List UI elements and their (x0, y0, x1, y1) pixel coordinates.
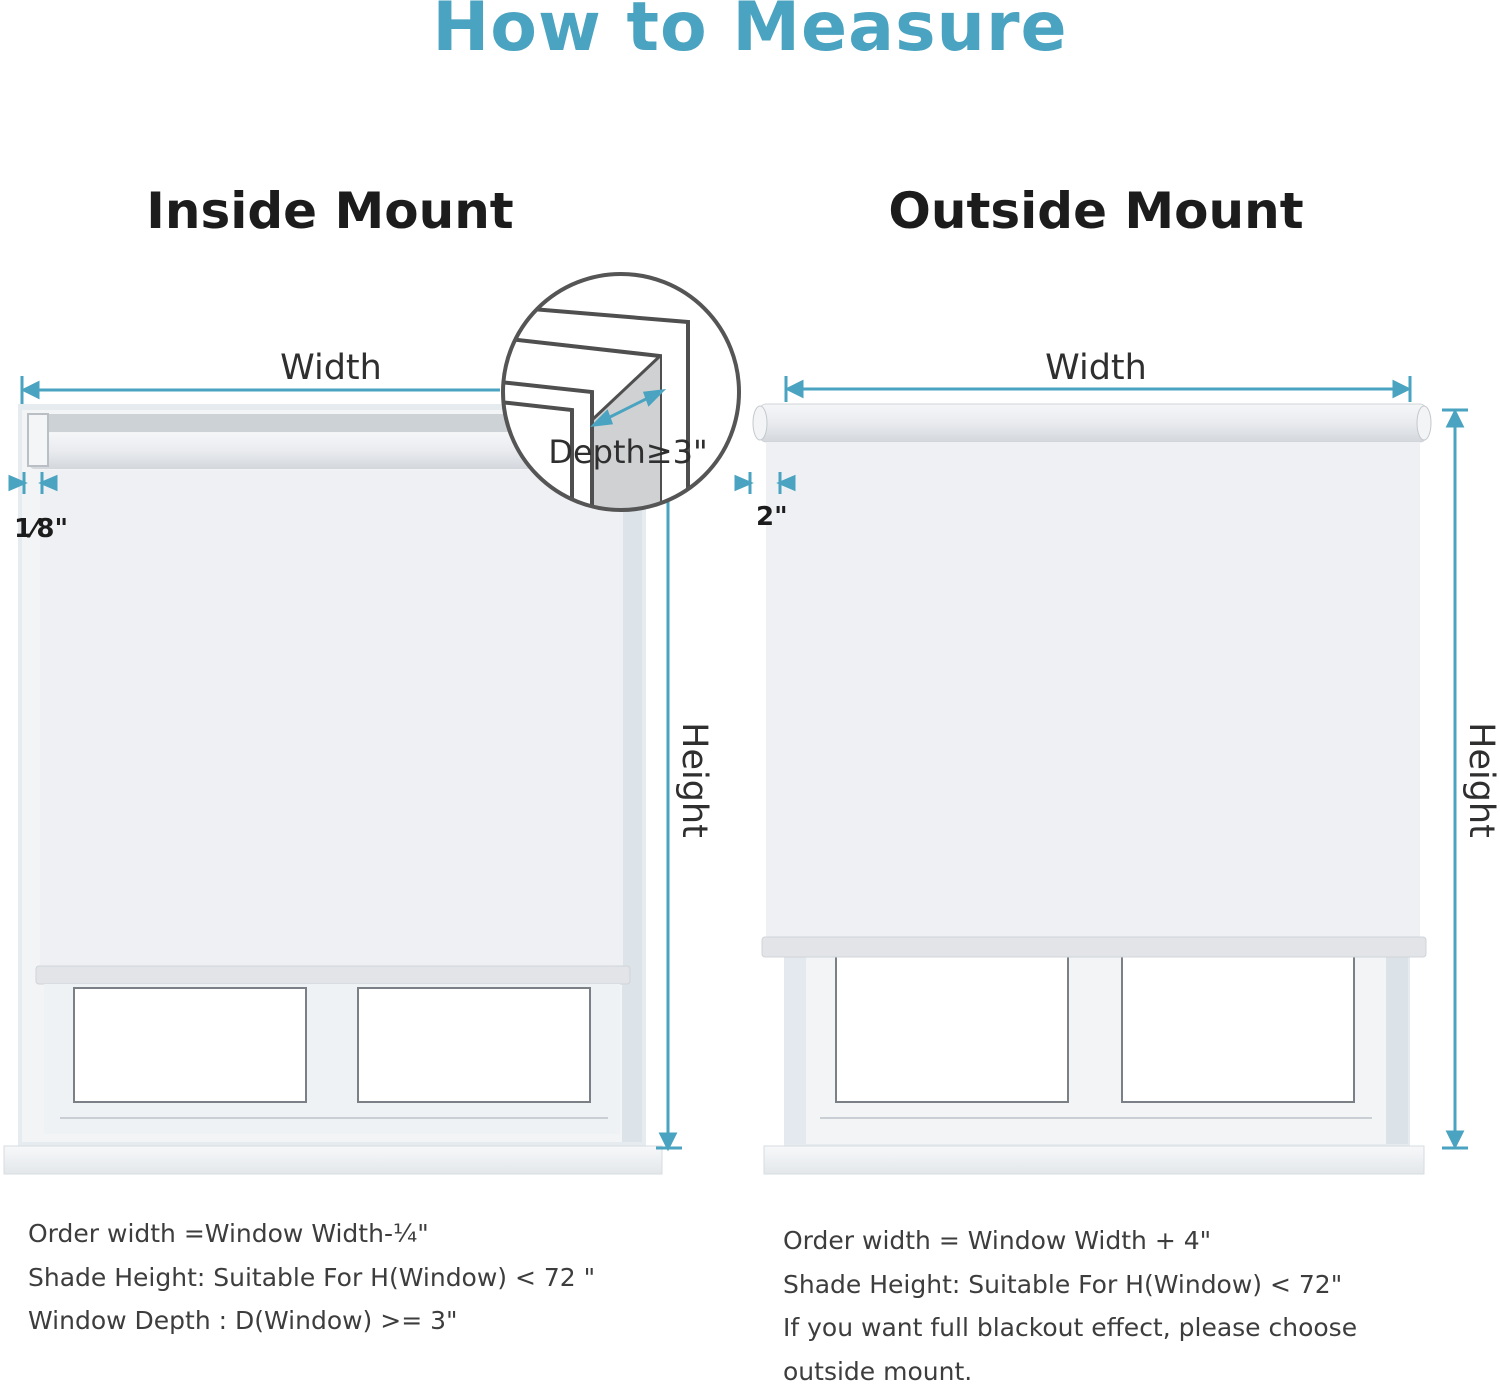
inside-bracket (28, 414, 48, 466)
outside-shade (766, 442, 1420, 940)
inside-gap-label: 1⁄8" (14, 514, 68, 544)
inside-width-dimension (22, 376, 500, 404)
outside-note-shade-height: Shade Height: Suitable For H(Window) < 7… (783, 1263, 1357, 1307)
outside-roller (760, 404, 1426, 442)
outside-mount-notes: Order width = Window Width + 4" Shade He… (783, 1219, 1357, 1393)
inside-shade (40, 470, 623, 970)
outside-note-order-width: Order width = Window Width + 4" (783, 1219, 1357, 1263)
outside-note-blackout-cont: outside mount. (783, 1350, 1357, 1393)
inside-note-shade-height: Shade Height: Suitable For H(Window) < 7… (28, 1256, 595, 1300)
inside-mount-notes: Order width =Window Width-¼" Shade Heigh… (28, 1212, 595, 1343)
inside-width-label: Width (280, 348, 382, 388)
depth-label: Depth≥3" (548, 433, 707, 471)
outside-sill (764, 1146, 1424, 1174)
inside-bottom-bar (36, 966, 630, 984)
outside-bottom-bar (762, 937, 1426, 957)
inside-note-order-width: Order width =Window Width-¼" (28, 1212, 595, 1256)
outside-pane-right (1122, 952, 1354, 1102)
outside-width-label: Width (1045, 348, 1147, 388)
outside-gap-label: 2" (756, 502, 788, 532)
inside-pane-left (74, 988, 306, 1102)
inside-note-window-depth: Window Depth : D(Window) >= 3" (28, 1299, 595, 1343)
outside-height-label: Height (1461, 722, 1500, 838)
inside-window-illustration (4, 404, 662, 1174)
outside-note-blackout: If you want full blackout effect, please… (783, 1306, 1357, 1350)
outside-window-illustration (753, 404, 1431, 1174)
inside-pane-right (358, 988, 590, 1102)
outside-pane-left (836, 952, 1068, 1102)
inside-sill (4, 1146, 662, 1174)
inside-height-label: Height (674, 722, 714, 838)
